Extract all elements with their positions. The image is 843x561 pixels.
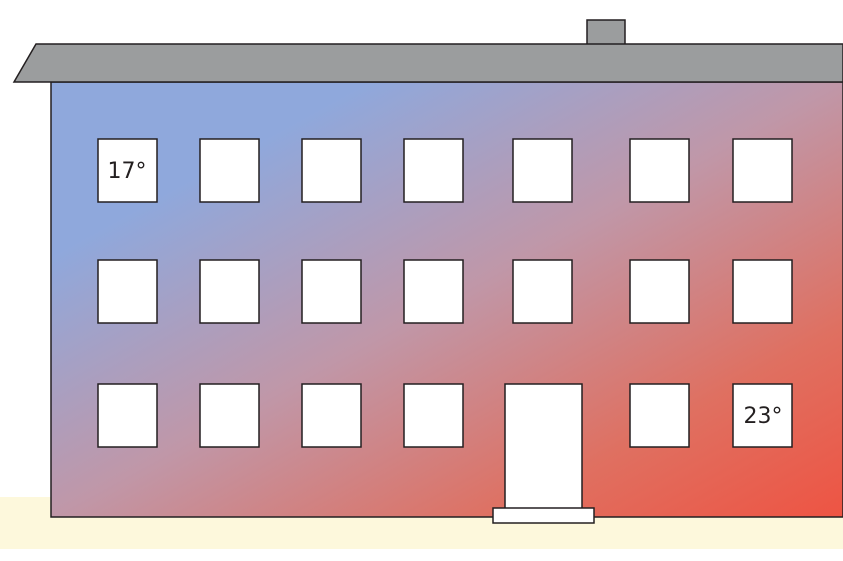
window [629,138,690,203]
window [512,138,573,203]
window [301,383,362,448]
window [199,259,260,324]
window [97,383,158,448]
roof [12,43,843,83]
window [403,138,464,203]
window [97,259,158,324]
window [732,383,793,448]
door [504,383,583,510]
window [732,138,793,203]
window [403,383,464,448]
temperature-label-cold: 17° [108,159,147,184]
window [403,259,464,324]
window [512,259,573,324]
window [199,138,260,203]
window [629,259,690,324]
door-step [492,507,595,524]
window [301,138,362,203]
window [732,259,793,324]
temperature-label-warm: 23° [744,404,783,429]
window [301,259,362,324]
window [97,138,158,203]
window [629,383,690,448]
window [199,383,260,448]
